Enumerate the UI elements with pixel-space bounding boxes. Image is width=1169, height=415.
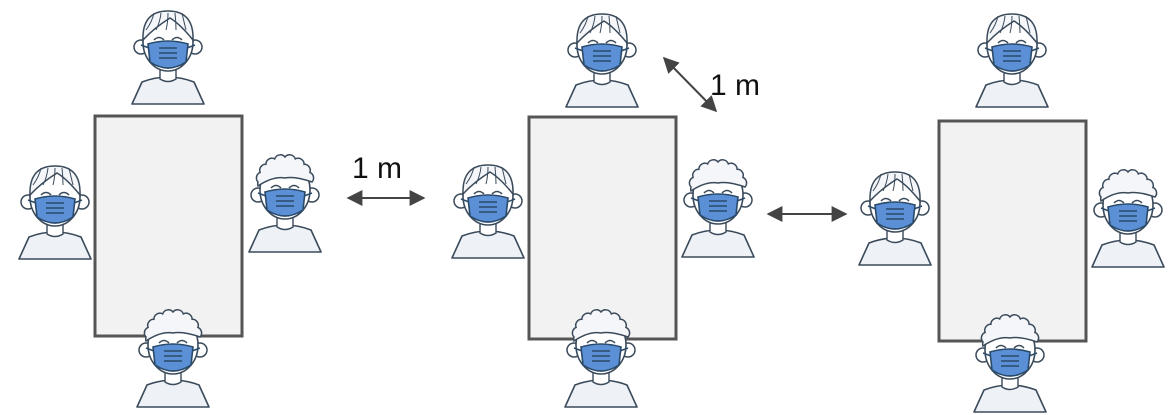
person-with-mask-icon <box>565 13 639 108</box>
person-with-mask-icon <box>451 164 525 259</box>
person-with-mask-icon <box>18 165 92 260</box>
person-with-mask-icon <box>131 10 205 105</box>
person-with-mask-icon <box>973 314 1047 413</box>
person-with-mask-icon <box>858 171 932 266</box>
person-with-mask-icon <box>248 154 322 253</box>
distance-label-people: 1 m <box>710 69 760 102</box>
table-right <box>937 119 1088 343</box>
face-mask-icon <box>152 343 194 372</box>
table-left <box>93 114 244 338</box>
table-center <box>527 115 678 341</box>
face-mask-icon <box>989 348 1031 377</box>
table-group-right <box>937 119 1088 343</box>
face-mask-icon <box>34 195 76 224</box>
face-mask-icon <box>1107 203 1149 232</box>
people-layer <box>18 10 1165 413</box>
table-group-center <box>527 115 678 341</box>
distance-arrow-diagonal <box>662 56 718 113</box>
face-mask-icon <box>467 194 509 223</box>
table-group-left <box>93 114 244 338</box>
face-mask-icon <box>147 40 189 69</box>
face-mask-icon <box>580 343 622 372</box>
person-with-mask-icon <box>681 159 755 258</box>
person-with-mask-icon <box>136 309 210 408</box>
face-mask-icon <box>264 188 306 217</box>
face-mask-icon <box>697 193 739 222</box>
face-mask-icon <box>991 43 1033 72</box>
face-mask-icon <box>581 43 623 72</box>
distance-label-tables: 1 m <box>352 152 402 185</box>
person-with-mask-icon <box>564 309 638 408</box>
person-with-mask-icon <box>1091 169 1165 268</box>
face-mask-icon <box>874 201 916 230</box>
person-with-mask-icon <box>975 13 1049 108</box>
